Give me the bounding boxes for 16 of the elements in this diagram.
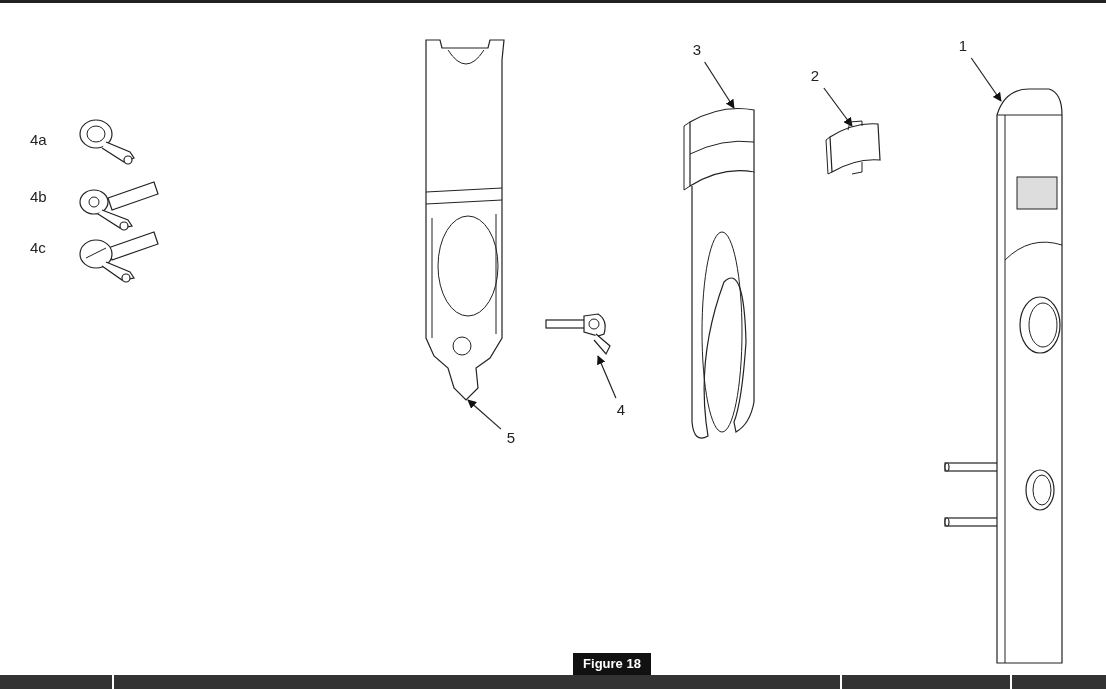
spindle-drawing — [544, 312, 612, 356]
callout-number: 2 — [807, 66, 823, 86]
part-label: 4b — [30, 187, 47, 207]
callout-number: 5 — [503, 428, 519, 448]
part-label: 4c — [30, 238, 46, 258]
figure-caption: Figure 18 — [573, 653, 651, 675]
leader-line — [970, 57, 1002, 102]
callout-number: 1 — [955, 36, 971, 56]
leader-line — [823, 87, 853, 127]
leader-line — [467, 399, 502, 430]
part-label: 4a — [30, 130, 47, 150]
callout-number: 4 — [613, 400, 629, 420]
leader-line — [704, 61, 735, 109]
callout-number: 3 — [689, 40, 705, 60]
leader-line — [597, 355, 617, 399]
faceplate-drawing — [945, 85, 1064, 665]
